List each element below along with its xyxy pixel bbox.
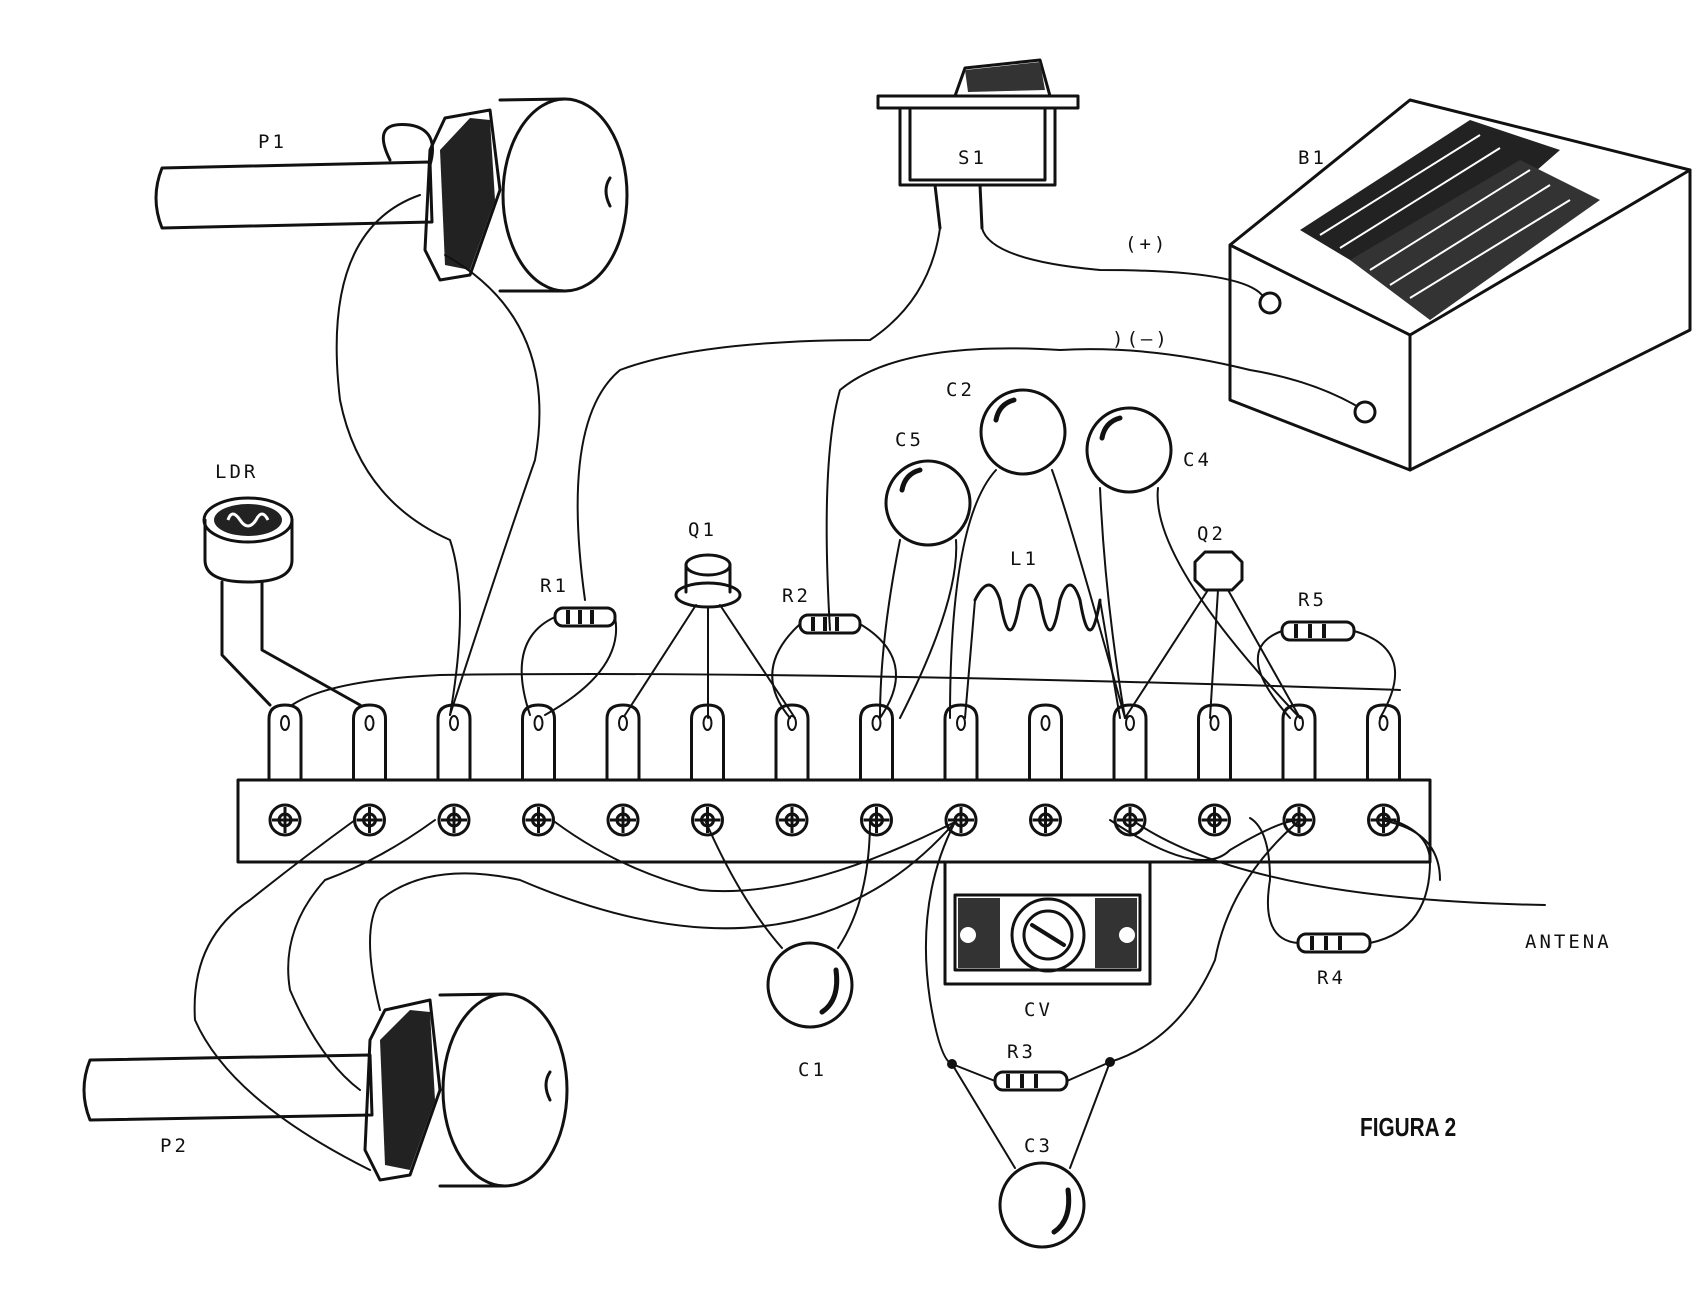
terminal-lug (352, 703, 387, 782)
terminal-lug (267, 703, 303, 782)
label-p1: P1 (258, 131, 287, 153)
label-s1: S1 (958, 147, 987, 169)
terminal-hole (1029, 803, 1062, 837)
label-b1: B1 (1298, 147, 1327, 169)
lug-slot (449, 715, 459, 731)
lug-slot (1040, 715, 1051, 731)
lug-slot (364, 715, 375, 731)
label-c2: C2 (946, 379, 975, 401)
label-r5: R5 (1298, 589, 1327, 611)
terminal-lug (1281, 703, 1317, 782)
terminal-lug (1366, 703, 1401, 782)
lug-slot (280, 715, 290, 731)
lug-slot (618, 715, 628, 731)
switch-s1 (876, 58, 1080, 230)
terminal-hole (860, 803, 893, 837)
terminal-lug (859, 703, 894, 782)
lug-slot (1378, 715, 1389, 731)
lug-slot (1209, 715, 1220, 731)
transistor-q1 (624, 553, 796, 719)
resistor-r2 (771, 613, 897, 719)
ldr (202, 496, 362, 707)
label-minus: )(–) (1112, 328, 1170, 350)
terminal-hole (1113, 803, 1147, 837)
terminal-lug (521, 703, 556, 782)
label-r4: R4 (1317, 967, 1346, 989)
label-plus: (+) (1125, 233, 1168, 255)
lug-slot (787, 715, 797, 731)
terminal-hole (353, 803, 386, 837)
terminal-lug (1197, 703, 1232, 782)
potentiometer-p1 (154, 97, 629, 293)
transistor-q2 (1124, 550, 1301, 719)
figure-caption: FIGURA 2 (1360, 1113, 1456, 1142)
battery-holder-b1 (1228, 98, 1692, 472)
terminal-lug (605, 703, 641, 782)
terminal-lug (1028, 703, 1063, 782)
lug-slot (871, 715, 882, 731)
label-r2: R2 (782, 585, 811, 607)
capacitor-c5 (879, 459, 972, 719)
terminal-lug (1112, 703, 1148, 782)
label-p2: P2 (160, 1135, 189, 1157)
terminal-lug (774, 703, 810, 782)
capacitor-c3 (951, 1061, 1111, 1249)
label-q2: Q2 (1197, 523, 1226, 545)
wires (193, 194, 1546, 1171)
resistor-r5 (1257, 620, 1396, 719)
lug-slot (956, 715, 966, 731)
capacitor-c4 (1085, 406, 1301, 719)
terminal-hole (775, 803, 809, 837)
terminal-strip (236, 703, 1432, 864)
lug-slot (533, 715, 544, 731)
label-r1: R1 (540, 575, 569, 597)
potentiometer-p2 (82, 992, 569, 1188)
terminal-hole (522, 803, 555, 837)
label-ldr: LDR (215, 461, 258, 483)
capacitor-c1 (704, 819, 871, 1029)
terminal-hole (606, 803, 640, 837)
label-antena: ANTENA (1525, 931, 1612, 953)
resistor-r4 (1249, 817, 1431, 954)
label-c4: C4 (1183, 449, 1212, 471)
terminal-hole (691, 803, 724, 837)
label-c1: C1 (798, 1059, 827, 1081)
terminal-hole (944, 803, 978, 837)
label-c3: C3 (1024, 1135, 1053, 1157)
coil-l1 (964, 583, 1121, 719)
terminal-hole (268, 803, 302, 837)
label-q1: Q1 (688, 519, 717, 541)
label-r3: R3 (1007, 1041, 1036, 1063)
terminal-hole (437, 803, 471, 837)
label-l1: L1 (1010, 548, 1039, 570)
variable-capacitor-cv (943, 860, 1152, 986)
labels: P1 S1 B1 (+) )(–) LDR Q1 Q2 R1 R2 R5 L1 … (160, 131, 1612, 1157)
terminal-lug (943, 703, 979, 782)
label-c5: C5 (895, 429, 924, 451)
terminal-hole (1198, 803, 1231, 837)
resistor-r1 (520, 606, 618, 716)
lug-slot (1125, 715, 1135, 731)
label-cv: CV (1024, 999, 1053, 1021)
